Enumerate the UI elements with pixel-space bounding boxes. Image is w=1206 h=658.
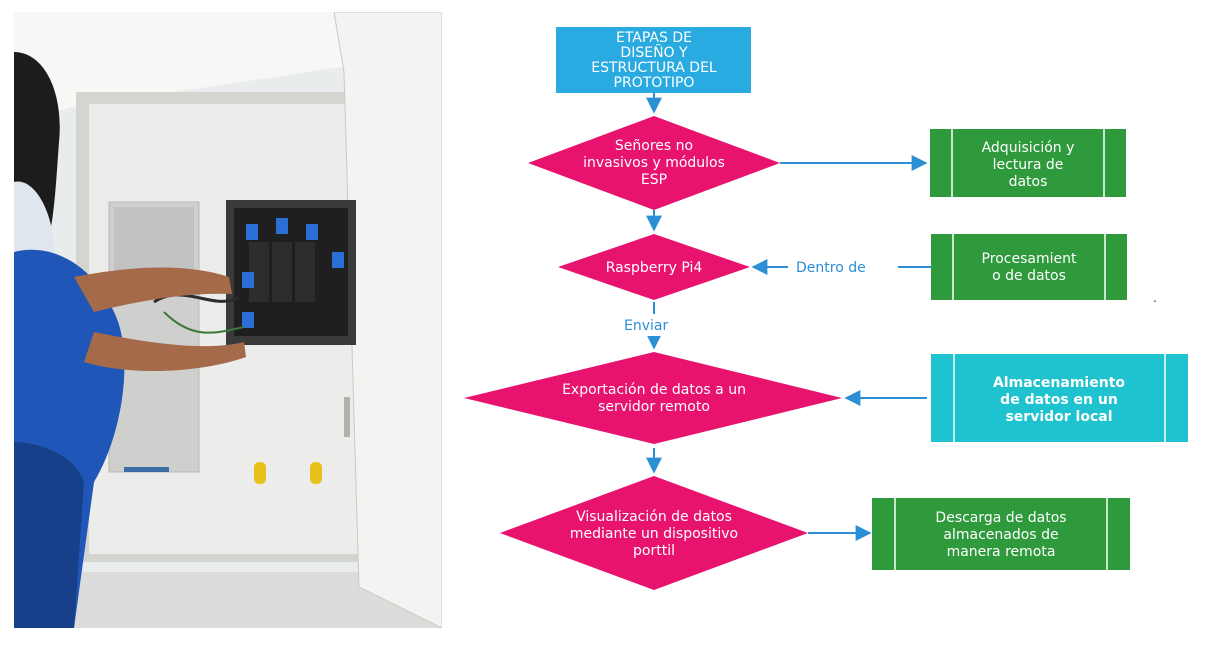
start-box: ETAPAS DE DISEÑO Y ESTRUCTURA DEL PROTOT… [556, 27, 751, 93]
process4-line-2: almacenados de [943, 527, 1058, 543]
decision4-line-1: Visualización de datos [576, 509, 732, 525]
decision-visualization: Visualización de datos mediante un dispo… [500, 476, 808, 590]
edge-label-dentro-de: Dentro de [796, 260, 866, 276]
process3-line-2: de datos en un [1000, 392, 1118, 408]
process4-line-3: manera remota [947, 544, 1056, 560]
decision4-line-2: mediante un dispositivo [570, 526, 738, 542]
process-storage: Almacenamiento de datos en un servidor l… [931, 354, 1188, 442]
decision3-line-2: servidor remoto [598, 399, 710, 415]
decision2-line-1: Raspberry Pi4 [606, 260, 703, 276]
process2-line-1: Procesamient [982, 251, 1077, 267]
process3-line-1: Almacenamiento [993, 375, 1125, 391]
process3-line-3: servidor local [1005, 409, 1112, 425]
process1-line-1: Adquisición y [982, 140, 1075, 156]
start-line-3: ESTRUCTURA DEL [591, 60, 717, 76]
process1-line-3: datos [1009, 174, 1048, 190]
prototype-design-flowchart: ETAPAS DE DISEÑO Y ESTRUCTURA DEL PROTOT… [464, 27, 1188, 590]
process-download: Descarga de datos almacenados de manera … [872, 498, 1130, 570]
decision4-line-3: porttil [633, 543, 675, 559]
start-line-1: ETAPAS DE [616, 30, 692, 46]
process4-line-1: Descarga de datos [935, 510, 1066, 526]
decision-sensors: Señores no invasivos y módulos ESP [528, 116, 780, 210]
start-line-4: PROTOTIPO [614, 75, 695, 91]
process-acquisition: Adquisición y lectura de datos [930, 129, 1126, 197]
decision1-line-1: Señores no [615, 138, 693, 154]
process1-line-2: lectura de [993, 157, 1064, 173]
process-processing: Procesamient o de datos [931, 234, 1127, 300]
decision3-line-1: Exportación de datos a un [562, 382, 746, 398]
decision-raspberry: Raspberry Pi4 [558, 234, 750, 300]
edge-label-enviar: Enviar [624, 318, 668, 334]
start-line-2: DISEÑO Y [620, 44, 688, 61]
electrical-panel-photo [14, 12, 442, 628]
decision-export: Exportación de datos a un servidor remot… [464, 352, 842, 444]
stray-dot: . [1153, 291, 1157, 305]
decision1-line-2: invasivos y módulos [583, 155, 725, 171]
process2-line-2: o de datos [992, 268, 1066, 284]
decision1-line-3: ESP [641, 172, 667, 188]
